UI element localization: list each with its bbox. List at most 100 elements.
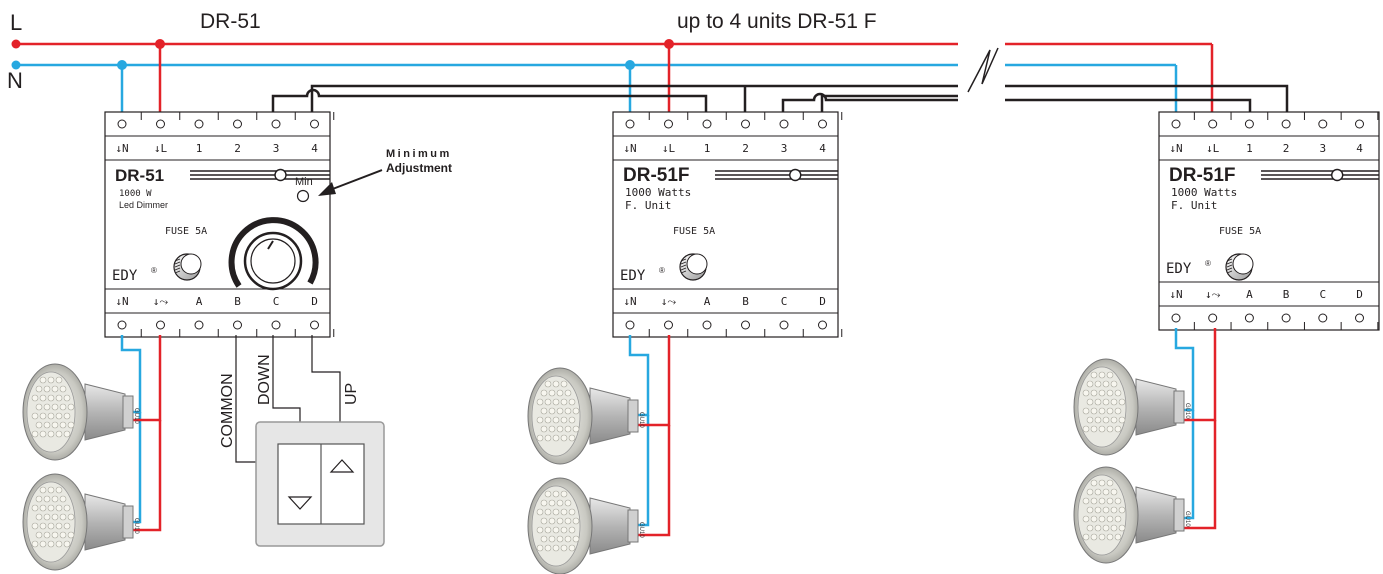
lamp-wire-L-3b bbox=[1183, 420, 1217, 530]
fuse-holder-icon[interactable] bbox=[173, 253, 202, 281]
control-bus bbox=[271, 47, 1289, 115]
min-adjust-arrow-icon bbox=[318, 169, 383, 196]
lamp-wire-N-1 bbox=[120, 335, 142, 414]
terminal-screw-top bbox=[233, 119, 242, 129]
terminal-screw-top bbox=[1171, 119, 1181, 129]
terminal-screw-bottom bbox=[779, 320, 789, 330]
terminal-label-bottom: B bbox=[1283, 288, 1290, 301]
led-lamp-icon: GU10 bbox=[1073, 358, 1190, 456]
terminal-label-bottom: C bbox=[273, 295, 280, 308]
title-main: DR-51 bbox=[200, 10, 261, 33]
led-lamp-icon: GU10 bbox=[1073, 466, 1190, 564]
lamp-wire-N-3 bbox=[1174, 328, 1195, 412]
lamp-wire-L-2b bbox=[638, 425, 671, 537]
terminal-label-bottom: C bbox=[781, 295, 788, 308]
labels: L N DR-51 up to 4 units DR-51 F Minimum … bbox=[7, 10, 877, 448]
brand-logo: EDY bbox=[1166, 261, 1192, 277]
registered-mark: ® bbox=[1205, 259, 1211, 268]
registered-mark: ® bbox=[151, 266, 157, 275]
terminal-label-bottom: B bbox=[234, 295, 241, 308]
bus-wire-d bbox=[820, 94, 958, 115]
terminal-label-bottom: ↓N bbox=[623, 295, 636, 308]
terminal-label-top: 4 bbox=[311, 142, 318, 155]
min-adjust-title: Minimum bbox=[386, 148, 452, 160]
wire-down bbox=[272, 335, 301, 422]
terminal-label-bottom: D bbox=[819, 295, 826, 308]
svg-text:GU10: GU10 bbox=[1184, 403, 1190, 419]
min-trim-pot[interactable] bbox=[296, 189, 310, 203]
model-name: DR-51F bbox=[623, 165, 690, 186]
module-desc: Led Dimmer bbox=[119, 200, 168, 210]
lamp-wire-L-1b bbox=[130, 420, 162, 532]
terminal-screw-top bbox=[1318, 119, 1328, 129]
lamp-wire-N-2b bbox=[638, 415, 650, 527]
terminal-label-bottom: D bbox=[311, 295, 318, 308]
fuse-holder-icon[interactable] bbox=[1225, 253, 1254, 281]
terminal-screw-top bbox=[156, 119, 165, 129]
led-lamp-icon: GU10 bbox=[527, 477, 644, 574]
svg-text:GU10: GU10 bbox=[1184, 511, 1190, 527]
terminal-label-bottom: ↓N bbox=[1169, 288, 1182, 301]
terminal-label-top: ↓L bbox=[1206, 142, 1220, 155]
led-lamp-icon: GU10 bbox=[22, 473, 139, 571]
terminal-screw-top bbox=[625, 119, 635, 129]
rocker-switch[interactable] bbox=[255, 421, 385, 547]
svg-text:GU10: GU10 bbox=[133, 518, 139, 534]
terminal-label-top: 1 bbox=[1246, 142, 1253, 155]
fuse-holder-icon[interactable] bbox=[679, 253, 708, 281]
module-body bbox=[1158, 111, 1380, 331]
dimmer-knob[interactable] bbox=[228, 217, 319, 291]
terminal-screw-bottom bbox=[1171, 313, 1181, 323]
terminal-label-bottom: D bbox=[1356, 288, 1363, 301]
terminal-screw-top bbox=[741, 119, 750, 129]
terminal-label-top: ↓N bbox=[623, 142, 636, 155]
terminal-screw-top bbox=[1208, 119, 1218, 129]
terminal-label-bottom: C bbox=[1319, 288, 1326, 301]
title-units: up to 4 units DR-51 F bbox=[677, 10, 877, 33]
led-lamp-icon: GU10 bbox=[527, 367, 644, 465]
terminal-screw-top bbox=[702, 119, 712, 129]
model-name: DR-51 bbox=[115, 166, 164, 185]
terminal-label-top: 1 bbox=[704, 142, 711, 155]
switch-up-arrow-icon[interactable] bbox=[329, 459, 355, 473]
terminal-label-bottom: A bbox=[704, 295, 711, 308]
switch-down-arrow-icon[interactable] bbox=[287, 496, 313, 510]
terminal-label-top: ↓L bbox=[154, 142, 168, 155]
terminal-label-bottom: ↓N bbox=[115, 295, 128, 308]
terminal-screw-bottom bbox=[1244, 313, 1254, 323]
terminal-screw-top bbox=[310, 119, 319, 129]
terminal-screw-top bbox=[1244, 119, 1254, 129]
indicator-led bbox=[789, 168, 802, 182]
terminal-screw-bottom bbox=[741, 320, 750, 330]
module-desc: F. Unit bbox=[625, 199, 671, 212]
terminal-screw-bottom bbox=[1318, 313, 1328, 323]
terminal-screw-bottom bbox=[233, 320, 242, 330]
terminal-label-top: 2 bbox=[234, 142, 241, 155]
terminal-screw-top bbox=[117, 119, 127, 129]
terminal-label-top: 4 bbox=[819, 142, 826, 155]
label-N: N bbox=[7, 68, 23, 93]
terminal-label-bottom: B bbox=[742, 295, 749, 308]
terminal-label-bottom: A bbox=[196, 295, 203, 308]
min-label: Min bbox=[295, 176, 313, 188]
svg-text:GU10: GU10 bbox=[133, 408, 139, 424]
terminal-label-bottom: ↓⤳ bbox=[153, 295, 169, 308]
terminal-label-bottom: A bbox=[1246, 288, 1253, 301]
terminal-screw-bottom bbox=[156, 320, 165, 330]
model-name: DR-51F bbox=[1169, 165, 1236, 186]
terminal-label-top: 3 bbox=[273, 142, 280, 155]
module-body bbox=[612, 111, 839, 338]
power-rating: 1000 Watts bbox=[625, 186, 691, 199]
terminal-label-top: ↓N bbox=[1169, 142, 1182, 155]
fuse-label: FUSE 5A bbox=[1219, 226, 1261, 237]
power-rating: 1000 W bbox=[119, 189, 152, 199]
terminal-label-top: 4 bbox=[1356, 142, 1363, 155]
label-L: L bbox=[10, 10, 22, 35]
bus-wire-right-1 bbox=[1005, 84, 1289, 115]
